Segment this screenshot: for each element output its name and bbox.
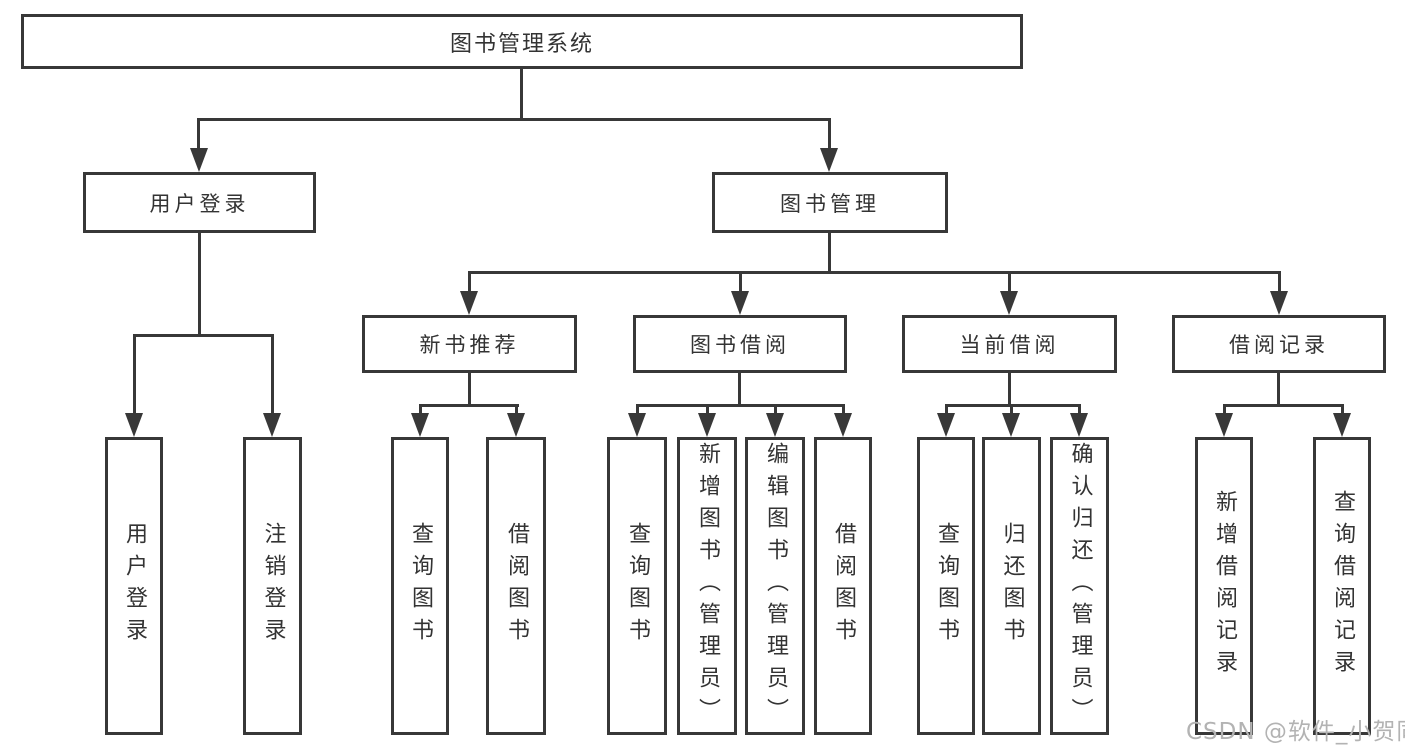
leaf-query-books-borrow-label: 查询图书 [625,522,650,650]
connector-line [468,373,471,407]
node-current-borrow-label: 当前借阅 [959,333,1060,357]
node-book-management-label: 图书管理 [780,191,880,216]
arrow-down-icon [766,413,784,437]
leaf-query-books-current-label: 查询图书 [934,522,959,650]
connector-line [739,271,742,293]
connector-line [197,118,200,150]
arrow-down-icon [263,413,281,437]
leaf-logout-label: 注销登录 [260,522,286,650]
arrow-down-icon [628,413,646,437]
arrow-down-icon [1333,413,1351,437]
connector-line [706,404,709,415]
connector-line [1223,404,1344,407]
connector-line [468,271,1281,274]
csdn-watermark: CSDN @软件_小贺同学 [1186,719,1405,745]
leaf-add-books-admin: 新增图书（管理员） [677,437,737,735]
connector-line [1078,404,1081,415]
arrow-down-icon [1070,413,1088,437]
leaf-query-books-current: 查询图书 [917,437,975,735]
connector-line [198,233,201,336]
connector-line [520,68,523,121]
connector-line [133,334,274,337]
connector-line [133,334,136,413]
node-user-login-label: 用户登录 [149,191,250,216]
arrow-down-icon [1002,413,1020,437]
connector-line [828,118,831,150]
connector-line [1223,404,1226,415]
leaf-query-borrow-record: 查询借阅记录 [1313,437,1371,735]
leaf-query-books-recommend: 查询图书 [391,437,449,735]
arrow-down-icon [834,413,852,437]
leaf-borrow-books: 借阅图书 [814,437,872,735]
connector-line [1008,373,1011,407]
connector-line [1278,271,1281,293]
leaf-query-borrow-record-label: 查询借阅记录 [1330,490,1355,682]
node-book-borrow: 图书借阅 [633,315,847,373]
node-user-login: 用户登录 [83,172,316,233]
leaf-confirm-return-admin-label: 确认归还（管理员） [1067,442,1093,730]
connector-line [774,404,777,415]
connector-line [738,373,741,407]
connector-line [636,404,639,415]
arrow-down-icon [460,291,478,315]
leaf-edit-books-admin-label: 编辑图书（管理员） [763,442,788,730]
arrow-down-icon [190,148,208,172]
leaf-edit-books-admin: 编辑图书（管理员） [745,437,805,735]
arrow-down-icon [731,291,749,315]
connector-line [419,404,519,407]
leaf-query-books-borrow: 查询图书 [607,437,667,735]
node-new-book-recommend-label: 新书推荐 [419,333,520,357]
node-borrow-records-label: 借阅记录 [1229,333,1329,357]
connector-line [271,334,274,413]
arrow-down-icon [820,148,838,172]
arrow-down-icon [698,413,716,437]
leaf-borrow-books-label: 借阅图书 [831,522,856,650]
connector-line [842,404,845,415]
leaf-logout: 注销登录 [243,437,302,735]
arrow-down-icon [125,413,143,437]
connector-line [1008,271,1011,293]
node-borrow-records: 借阅记录 [1172,315,1386,373]
node-current-borrow: 当前借阅 [902,315,1117,373]
arrow-down-icon [411,413,429,437]
connector-line [419,404,422,415]
connector-line [828,233,831,274]
connector-line [468,271,471,293]
leaf-borrow-books-recommend-label: 借阅图书 [504,522,529,650]
node-library-system: 图书管理系统 [21,14,1023,69]
leaf-user-login: 用户登录 [105,437,163,735]
node-book-borrow-label: 图书借阅 [690,333,790,357]
leaf-add-borrow-record: 新增借阅记录 [1195,437,1253,735]
arrow-down-icon [1000,291,1018,315]
connector-line [945,404,948,415]
connector-line [1277,373,1280,407]
connector-line [515,404,518,415]
leaf-confirm-return-admin: 确认归还（管理员） [1050,437,1109,735]
connector-line [636,404,845,407]
connector-line [945,404,1081,407]
node-new-book-recommend: 新书推荐 [362,315,577,373]
connector-line [1341,404,1344,415]
arrow-down-icon [1270,291,1288,315]
node-book-management: 图书管理 [712,172,948,233]
leaf-add-borrow-record-label: 新增借阅记录 [1212,490,1237,682]
leaf-query-books-recommend-label: 查询图书 [408,522,433,650]
leaf-return-books: 归还图书 [982,437,1041,735]
node-library-system-label: 图书管理系统 [449,31,594,57]
arrow-down-icon [937,413,955,437]
leaf-add-books-admin-label: 新增图书（管理员） [695,442,720,730]
connector-line [1010,404,1013,415]
leaf-return-books-label: 归还图书 [999,522,1025,650]
arrow-down-icon [507,413,525,437]
arrow-down-icon [1215,413,1233,437]
connector-line [197,118,831,121]
leaf-user-login-label: 用户登录 [122,522,147,650]
leaf-borrow-books-recommend: 借阅图书 [486,437,546,735]
